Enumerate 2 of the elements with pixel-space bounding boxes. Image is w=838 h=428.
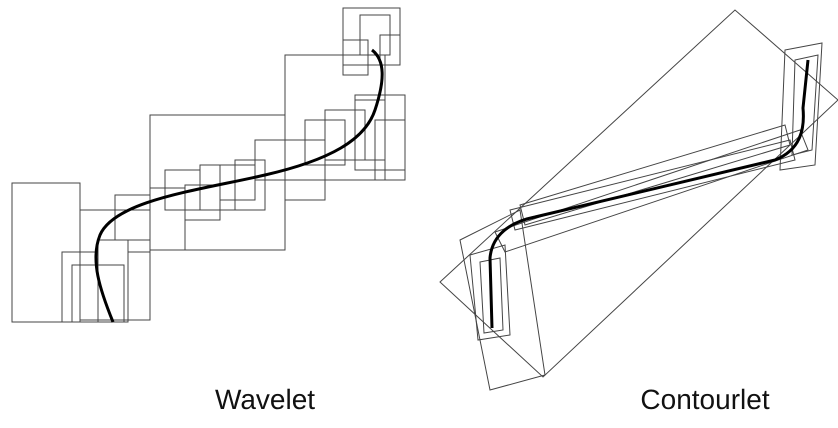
caption-label: Contourlet — [640, 384, 770, 416]
caption-label: Wavelet — [214, 384, 316, 416]
